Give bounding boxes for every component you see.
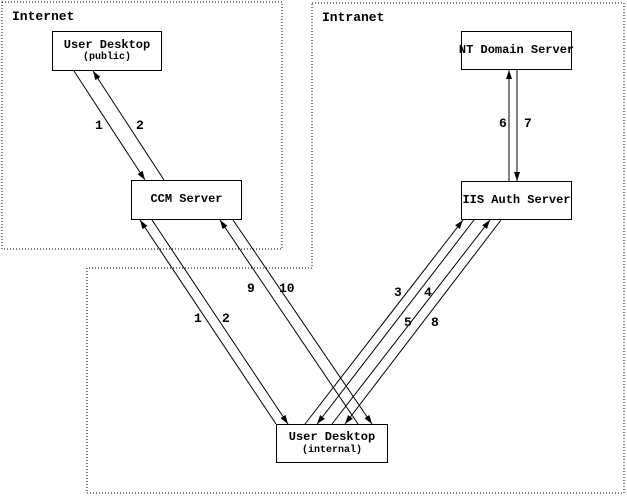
- edge-label-3: 3: [394, 285, 402, 300]
- node-title: User Desktop: [63, 37, 151, 52]
- region-label-internet: Internet: [12, 9, 75, 24]
- node-user-desktop-public: User Desktop(public): [52, 31, 162, 71]
- edge-label-4: 4: [424, 285, 432, 300]
- flow-arrow-4: [316, 219, 475, 425]
- edge-label-1: 1: [95, 118, 103, 133]
- edge-label-9: 9: [247, 281, 255, 296]
- region-intranet-outline: [86, 2, 625, 494]
- edge-label-5: 5: [404, 315, 412, 330]
- node-iis-auth-server: IIS Auth Server: [461, 181, 572, 220]
- edge-label-1: 1: [194, 311, 202, 326]
- edge-label-2: 2: [136, 118, 144, 133]
- edge-label-10: 10: [279, 281, 295, 296]
- node-subtitle: (internal): [301, 444, 362, 456]
- flow-arrow-8: [344, 219, 502, 425]
- node-title: CCM Server: [150, 192, 223, 207]
- node-title: User Desktop: [288, 430, 376, 445]
- region-label-intranet: Intranet: [322, 10, 385, 25]
- node-subtitle: (public): [82, 52, 131, 64]
- edge-label-6: 6: [499, 116, 507, 131]
- flow-arrow-1: [139, 219, 277, 425]
- edge-label-7: 7: [524, 116, 532, 131]
- node-user-desktop-internal: User Desktop(internal): [276, 424, 388, 463]
- flow-arrow-1: [73, 70, 146, 181]
- node-title: IIS Auth Server: [462, 192, 571, 207]
- edge-label-2: 2: [222, 311, 230, 326]
- flow-arrow-3: [304, 219, 464, 425]
- flow-arrow-2: [92, 70, 165, 181]
- region-internet-outline: [1, 1, 283, 250]
- flow-arrow-10: [232, 219, 373, 425]
- flow-arrow-9: [219, 219, 359, 425]
- node-ccm-server: CCM Server: [131, 180, 242, 220]
- node-nt-domain-server: NT Domain Server: [458, 31, 575, 70]
- edge-label-8: 8: [431, 315, 439, 330]
- flow-arrow-2: [151, 219, 289, 425]
- node-title: NT Domain Server: [458, 42, 575, 57]
- flow-arrow-5: [331, 219, 491, 425]
